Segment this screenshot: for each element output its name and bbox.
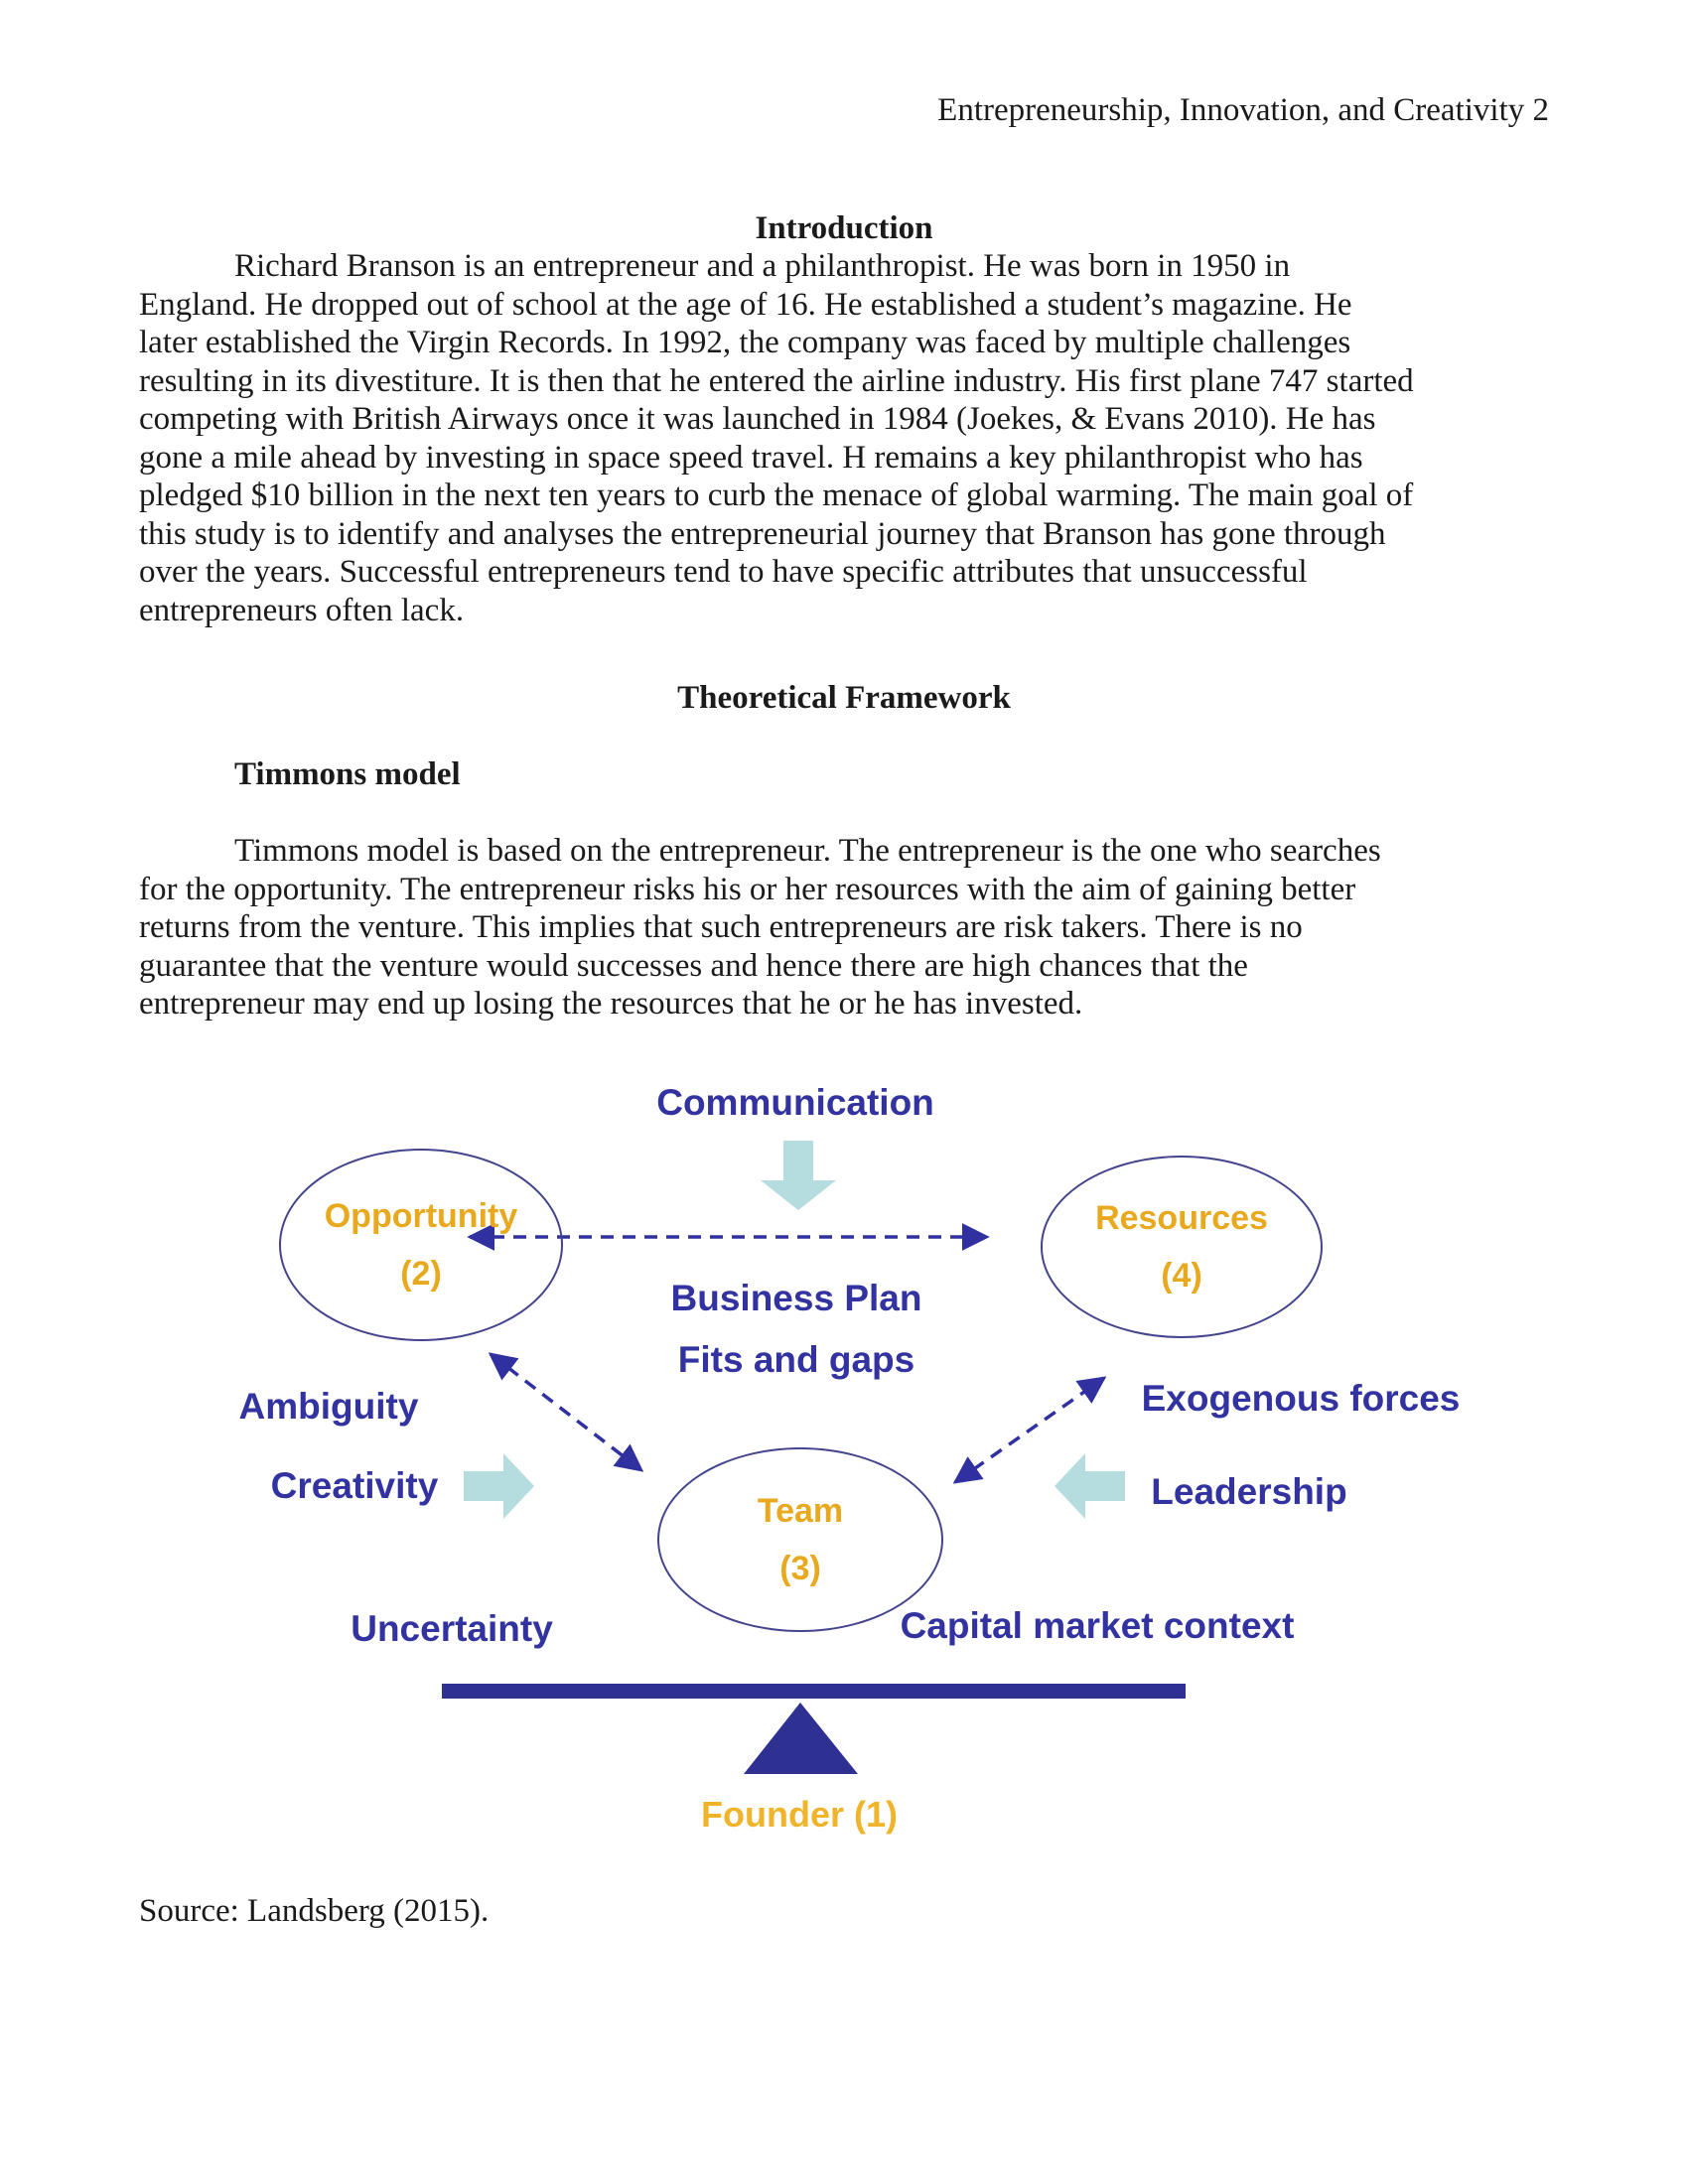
fulcrum-triangle-icon bbox=[744, 1702, 858, 1774]
opportunity-node: Opportunity (2) bbox=[279, 1148, 563, 1341]
leadership-label: Leadership bbox=[1151, 1470, 1347, 1512]
balance-beam bbox=[442, 1683, 1186, 1699]
opportunity-node-title: Opportunity bbox=[324, 1196, 518, 1235]
business-plan-label: Business Plan bbox=[670, 1277, 922, 1318]
opportunity-team-dashed-arrow bbox=[488, 1351, 644, 1472]
diagram-graphics bbox=[442, 1140, 1186, 1774]
team-node-number: (3) bbox=[779, 1549, 821, 1587]
founder-label: Founder (1) bbox=[701, 1793, 898, 1835]
opportunity-node-number: (2) bbox=[400, 1254, 442, 1293]
timmons-model-subheading: Timmons model bbox=[234, 756, 461, 792]
timmons-model-paragraph: Timmons model is based on the entreprene… bbox=[139, 833, 1381, 1022]
timmons-model-diagram: Opportunity (2) Resources (4) Team (3) C… bbox=[139, 1053, 1549, 1847]
resources-node-title: Resources bbox=[1095, 1198, 1268, 1237]
leadership-left-block-arrow-icon bbox=[1055, 1452, 1125, 1519]
resources-node: Resources (4) bbox=[1041, 1155, 1323, 1338]
creativity-right-block-arrow-icon bbox=[464, 1452, 534, 1519]
introduction-heading: Introduction bbox=[755, 209, 933, 246]
running-head: Entrepreneurship, Innovation, and Creati… bbox=[937, 92, 1549, 128]
team-node: Team (3) bbox=[657, 1446, 943, 1632]
exogenous-forces-label: Exogenous forces bbox=[1141, 1377, 1461, 1419]
team-node-title: Team bbox=[757, 1491, 844, 1530]
resources-node-number: (4) bbox=[1161, 1256, 1202, 1295]
figure-source-line: Source: Landsberg (2015). bbox=[139, 1892, 490, 1929]
uncertainty-label: Uncertainty bbox=[351, 1607, 553, 1649]
communication-label: Communication bbox=[656, 1081, 934, 1123]
theoretical-framework-heading: Theoretical Framework bbox=[677, 680, 1011, 716]
document-page: Entrepreneurship, Innovation, and Creati… bbox=[139, 92, 1549, 1929]
fits-and-gaps-label: Fits and gaps bbox=[677, 1338, 915, 1380]
communication-down-block-arrow-icon bbox=[761, 1140, 836, 1210]
capital-market-context-label: Capital market context bbox=[900, 1604, 1295, 1646]
creativity-label: Creativity bbox=[270, 1464, 439, 1506]
introduction-paragraph: Richard Branson is an entrepreneur and a… bbox=[139, 248, 1414, 628]
ambiguity-label: Ambiguity bbox=[238, 1385, 419, 1427]
team-resources-dashed-arrow bbox=[952, 1375, 1107, 1484]
